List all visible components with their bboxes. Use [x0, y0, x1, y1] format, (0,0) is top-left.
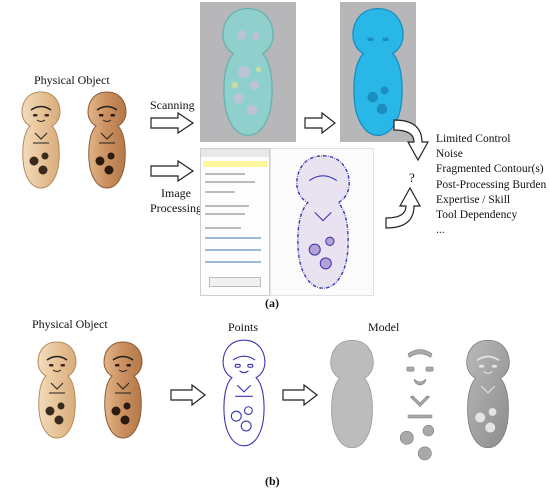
limitation-item: Limited Control — [436, 133, 511, 145]
points-label: Points — [228, 320, 259, 334]
model-final-doll — [466, 339, 510, 449]
limitation-item: Fragmented Contour(s) — [436, 163, 544, 176]
limitation-item: Noise — [436, 148, 463, 161]
software-row — [205, 227, 241, 229]
software-row — [205, 191, 235, 193]
image-processing-canvas — [270, 148, 374, 296]
physical-object-label-b: Physical Object — [32, 317, 108, 331]
points-contour-doll — [222, 339, 266, 447]
limitations-list: Limited Control Noise Fragmented Contour… — [436, 132, 546, 238]
physical-object-photo-a-dark — [87, 91, 127, 189]
question-mark: ? — [409, 170, 415, 185]
arrow-to-model — [282, 383, 318, 407]
arrow-to-points — [170, 383, 206, 407]
software-slider — [205, 237, 261, 239]
scan-point-cloud-panel — [200, 2, 296, 142]
curved-arrow-down — [393, 119, 430, 162]
image-processing-label: Image Processing — [150, 186, 202, 215]
physical-object-photo-b-dark — [103, 341, 143, 439]
software-highlight-row — [203, 161, 267, 167]
software-title-bar — [201, 149, 269, 157]
scan-mesh-doll — [352, 7, 404, 137]
physical-object-photo-b-light — [37, 341, 77, 439]
scan-mesh-panel — [340, 2, 416, 142]
scan-point-cloud-doll — [222, 7, 274, 137]
software-slider — [205, 249, 261, 251]
physical-object-label-a: Physical Object — [34, 73, 110, 87]
software-row — [205, 213, 245, 215]
arrow-to-scan — [150, 111, 195, 135]
caption-a: (a) — [265, 296, 279, 310]
model-label: Model — [368, 320, 400, 334]
caption-b: (b) — [265, 474, 280, 488]
physical-object-photo-a-light — [21, 91, 61, 189]
limitation-item: Tool Dependency — [436, 209, 518, 222]
model-cutout-pieces — [399, 349, 435, 461]
arrow-scan-to-mesh — [304, 111, 336, 135]
limitation-item: Expertise / Skill — [436, 193, 511, 206]
limitation-item: Post-Processing Burden — [436, 178, 547, 191]
software-apply-button — [209, 277, 261, 287]
software-row — [205, 205, 249, 207]
fragmented-contour-doll — [296, 155, 350, 289]
image-processing-software-window — [200, 148, 270, 296]
software-row — [205, 173, 245, 175]
limitation-item: ... — [436, 224, 445, 237]
model-solid-silhouette — [330, 339, 374, 449]
software-row — [205, 181, 255, 183]
arrow-to-image-processing — [150, 159, 195, 183]
software-slider — [205, 261, 261, 263]
scanning-label: Scanning — [150, 98, 195, 112]
curved-arrow-up — [385, 186, 422, 229]
